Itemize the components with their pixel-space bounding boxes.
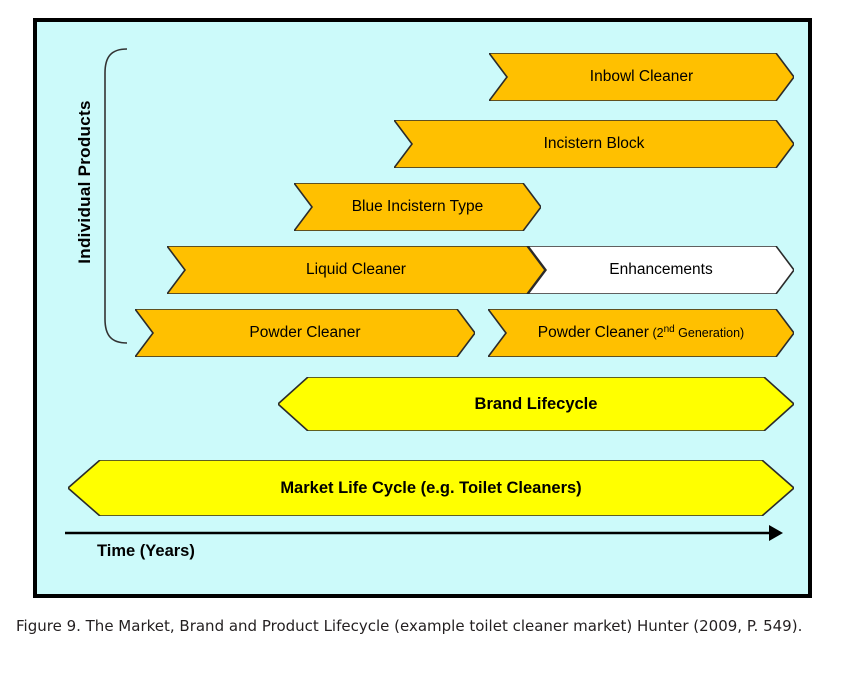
- y-axis-label: Individual Products: [75, 100, 94, 264]
- bar-market-life-cycle[interactable]: Market Life Cycle (e.g. Toilet Cleaners): [68, 460, 794, 516]
- bar-label: Enhancements: [609, 261, 713, 279]
- bar-powder-cleaner[interactable]: Powder Cleaner: [135, 309, 475, 357]
- bar-enhancements[interactable]: Enhancements: [528, 246, 794, 294]
- bar-blue-incistern-type[interactable]: Blue Incistern Type: [294, 183, 541, 231]
- bar-liquid-cleaner[interactable]: Liquid Cleaner: [167, 246, 545, 294]
- bar-incistern-block[interactable]: Incistern Block: [394, 120, 794, 168]
- bar-label: Liquid Cleaner: [306, 261, 406, 279]
- time-axis-arrow: [65, 522, 783, 544]
- bar-label: Brand Lifecycle: [474, 394, 598, 413]
- ordinal-suffix: nd: [663, 324, 675, 336]
- bar-powder-cleaner-2nd-generation[interactable]: Powder Cleaner (2nd Generation): [488, 309, 794, 357]
- figure-caption: Figure 9. The Market, Brand and Product …: [16, 617, 803, 635]
- bar-label: Market Life Cycle (e.g. Toilet Cleaners): [280, 478, 582, 497]
- x-axis-label: Time (Years): [97, 542, 195, 560]
- bar-brand-lifecycle[interactable]: Brand Lifecycle: [278, 377, 794, 431]
- bar-label: Powder Cleaner: [249, 324, 361, 342]
- diagram-panel: Individual Products Inbowl Cleaner Inc: [33, 18, 812, 598]
- bar-label-generation-note: (2nd Generation): [652, 324, 745, 341]
- bar-label: Blue Incistern Type: [351, 198, 484, 216]
- bar-label: Inbowl Cleaner: [589, 68, 694, 86]
- bar-label-composite: Powder Cleaner (2nd Generation): [538, 325, 744, 341]
- diagram-canvas: Individual Products Inbowl Cleaner Inc: [37, 22, 808, 594]
- bar-inbowl-cleaner[interactable]: Inbowl Cleaner: [489, 53, 794, 101]
- individual-products-bracket: [101, 47, 129, 345]
- bar-label: Incistern Block: [543, 135, 645, 153]
- bar-label-main: Powder Cleaner: [537, 324, 649, 342]
